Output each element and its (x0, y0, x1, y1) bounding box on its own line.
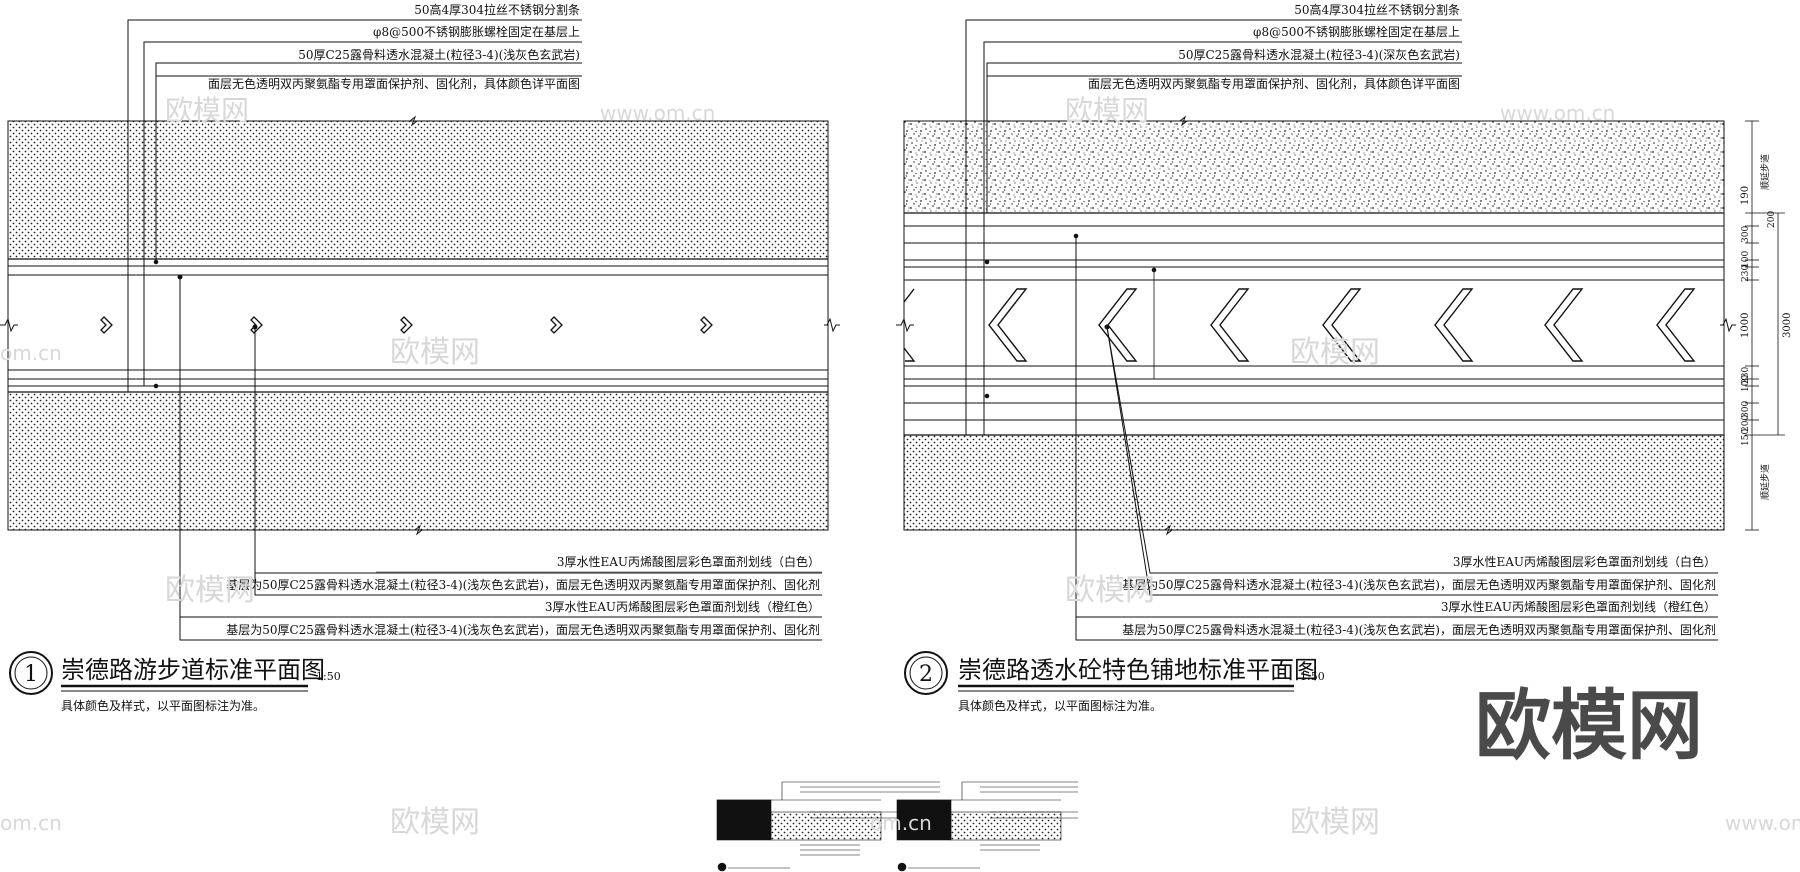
left-plan (0, 19, 840, 641)
watermarks: 欧模网 欧模网 欧模网 欧模网 欧模网 欧模网 欧模网 欧模网 om.cn om… (0, 94, 1800, 840)
right-drawing-title: 崇德路透水砼特色铺地标准平面图 (958, 656, 1318, 684)
right-leaders-bottom (1075, 236, 1718, 641)
arrow-mark (1434, 288, 1474, 362)
watermark-domain: om.cn (0, 341, 62, 365)
right-plan (896, 19, 1736, 641)
callout-text: 3厚水性EAU丙烯酸图层彩色罩面剂划线（白色） (557, 554, 820, 569)
dimension-total: 3000 (1782, 313, 1793, 338)
dimension-label: 1000 (1740, 313, 1751, 338)
callout-text: φ8@500不锈钢膨胀螺栓固定在基层上 (373, 24, 580, 39)
right-dimension-chain (1745, 120, 1785, 531)
dimension-label: 150 (1741, 429, 1751, 446)
arrow-mark (1544, 288, 1584, 362)
watermark-text: 欧模网 (165, 94, 249, 127)
left-scale: 1:50 (316, 670, 341, 683)
right-note: 具体颜色及样式，以平面图标注为准。 (958, 698, 1162, 713)
arrow-mark (700, 316, 713, 334)
arrow-mark (903, 288, 916, 362)
right-direction-arrows (903, 288, 1696, 362)
callout-text: 基层为50厚C25露骨料透水混凝土(粒径3-4)(浅灰色玄武岩)，面层无色透明双… (226, 577, 820, 592)
watermark-text: 欧模网 (1290, 805, 1380, 840)
thumbnail-left-section (716, 781, 940, 872)
arrow-mark (1210, 288, 1250, 362)
side-label-bottom: 顺延步道 (1759, 464, 1771, 500)
left-bottom-callouts: 3厚水性EAU丙烯酸图层彩色罩面剂划线（白色） 基层为50厚C25露骨料透水混凝… (226, 554, 820, 637)
right-top-callouts: 50高4厚304拉丝不锈钢分割条 φ8@500不锈钢膨胀螺栓固定在基层上 50厚… (1088, 2, 1460, 91)
dimension-label: 200 (1741, 415, 1751, 432)
callout-text: 基层为50厚C25露骨料透水混凝土(粒径3-4)(浅灰色玄武岩)，面层无色透明双… (226, 622, 820, 637)
left-drawing-title: 崇德路游步道标准平面图 (61, 656, 325, 684)
left-drawing-number: 1 (24, 662, 38, 687)
watermark-text: 欧模网 (165, 573, 255, 608)
callout-text: 面层无色透明双丙聚氨酯专用罩面保护剂、固化剂，具体颜色详平面图 (208, 76, 580, 91)
callout-text: 基层为50厚C25露骨料透水混凝土(粒径3-4)(浅灰色玄武岩)，面层无色透明双… (1122, 622, 1716, 637)
watermark-text: 欧模网 (1065, 94, 1149, 127)
right-lower-paving (903, 434, 1725, 531)
arrow-mark (1098, 288, 1138, 362)
callout-text: 50厚C25露骨料透水混凝土(粒径3-4)(深灰色玄武岩) (1178, 47, 1460, 62)
dimension-label: 300 (1741, 226, 1751, 243)
watermark-domain: www.om.cn (1725, 811, 1800, 835)
arrow-mark (400, 316, 413, 334)
arrow-mark (550, 316, 563, 334)
left-direction-arrows (100, 316, 713, 334)
dimension-label: 230 (1741, 265, 1751, 282)
right-bottom-callouts: 3厚水性EAU丙烯酸图层彩色罩面剂划线（白色） 基层为50厚C25露骨料透水混凝… (1122, 554, 1716, 637)
left-note: 具体颜色及样式，以平面图标注为准。 (61, 698, 265, 713)
side-label-top: 顺延步道 (1759, 154, 1771, 190)
left-leaders-top (127, 19, 582, 392)
callout-text: 50高4厚304拉丝不锈钢分割条 (414, 2, 580, 17)
dimension-label: 100 (1741, 251, 1751, 268)
watermark-text: 欧模网 (390, 335, 480, 370)
callout-text: 面层无色透明双丙聚氨酯专用罩面保护剂、固化剂，具体颜色详平面图 (1088, 76, 1460, 91)
left-leaders-bottom (177, 274, 822, 641)
brand-logo-watermark: 欧模网 (1475, 681, 1703, 770)
right-leaders-top (965, 19, 1462, 435)
watermark-domain: www.om.cn (1500, 101, 1615, 125)
dimension-label: 300 (1741, 401, 1751, 418)
right-upper-paving (903, 120, 1725, 214)
callout-text: 3厚水性EAU丙烯酸图层彩色罩面剂划线（橙红色） (545, 599, 820, 614)
callout-text: 3厚水性EAU丙烯酸图层彩色罩面剂划线（橙红色） (1441, 599, 1716, 614)
arrow-mark (988, 288, 1028, 362)
arrow-mark (100, 316, 113, 334)
watermark-domain: om.cn (0, 811, 62, 835)
watermark-text: 欧模网 (1065, 573, 1155, 608)
thumbnail-right-section (896, 781, 1078, 872)
left-lower-paving (7, 391, 829, 531)
arrow-mark (1322, 288, 1362, 362)
left-top-callouts: 50高4厚304拉丝不锈钢分割条 φ8@500不锈钢膨胀螺栓固定在基层上 50厚… (208, 2, 580, 91)
arrow-mark (1656, 288, 1696, 362)
watermark-domain: www.om.cn (600, 101, 715, 125)
watermark-text: 欧模网 (390, 805, 480, 840)
callout-text: φ8@500不锈钢膨胀螺栓固定在基层上 (1253, 24, 1460, 39)
section-thumbnails (716, 781, 1078, 872)
callout-text: 3厚水性EAU丙烯酸图层彩色罩面剂划线（白色） (1453, 554, 1716, 569)
right-title-block: 2 崇德路透水砼特色铺地标准平面图 1:50 具体颜色及样式，以平面图标注为准。 (904, 651, 1325, 713)
dimension-label: 230 (1741, 367, 1751, 384)
callout-text: 50厚C25露骨料透水混凝土(粒径3-4)(浅灰色玄武岩) (298, 47, 580, 62)
right-dimension-labels: 190 200 300 100 230 1000 230 100 300 200… (1740, 154, 1793, 500)
callout-text: 50高4厚304拉丝不锈钢分割条 (1294, 2, 1460, 17)
watermark-domain: om.cn (870, 811, 932, 835)
dimension-label: 100 (1741, 375, 1751, 392)
watermark-text: 欧模网 (1290, 335, 1380, 370)
left-upper-paving (7, 120, 829, 260)
callout-text: 基层为50厚C25露骨料透水混凝土(粒径3-4)(浅灰色玄武岩)，面层无色透明双… (1122, 577, 1716, 592)
right-scale: 1:50 (1300, 670, 1325, 683)
arrow-mark (250, 316, 263, 334)
dimension-label: 190 (1740, 186, 1751, 205)
left-title-block: 1 崇德路游步道标准平面图 1:50 具体颜色及样式，以平面图标注为准。 (9, 651, 341, 713)
right-drawing-number: 2 (919, 662, 933, 687)
dimension-label: 200 (1767, 211, 1777, 228)
